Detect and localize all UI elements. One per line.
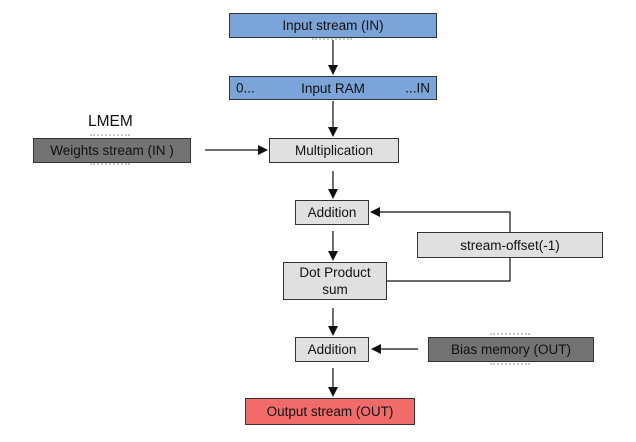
- stream-offset-label: stream-offset(-1): [460, 237, 560, 253]
- weights-stream-box: Weights stream (IN ): [33, 138, 191, 163]
- lmem-dots-bottom: [90, 163, 130, 165]
- input-stream-label: Input stream (IN): [282, 18, 384, 33]
- input-ram-start: 0...: [236, 80, 255, 96]
- input-ram-end: ...IN: [405, 80, 430, 96]
- multiplication-box: Multiplication: [269, 138, 399, 163]
- bias-memory-box: Bias memory (OUT): [428, 337, 594, 362]
- lmem-dots-top: [90, 134, 130, 136]
- dot-product-label-line1: Dot Product: [299, 265, 371, 280]
- dot-product-label-line2: sum: [322, 282, 348, 297]
- output-stream-box: Output stream (OUT): [245, 398, 415, 425]
- feedback-dot-to-offset: [387, 258, 511, 282]
- bias-dots-top: [490, 333, 530, 335]
- weights-stream-label: Weights stream (IN ): [50, 143, 174, 158]
- addition-label-2: Addition: [307, 342, 357, 357]
- input-stream-box: Input stream (IN): [229, 13, 437, 38]
- stream-offset-box: stream-offset(-1): [417, 232, 603, 258]
- bias-dots-bottom: [490, 363, 530, 365]
- dot-product-box: Dot Product sum: [283, 262, 387, 300]
- addition-box-2: Addition: [295, 337, 369, 362]
- input-ram-label: Input RAM: [301, 81, 365, 96]
- addition-label-1: Addition: [307, 205, 357, 220]
- output-stream-label: Output stream (OUT): [266, 404, 394, 419]
- addition-box-1: Addition: [295, 200, 369, 225]
- input-stream-dots: [312, 38, 352, 40]
- input-ram-box: 0... Input RAM ...IN: [229, 76, 437, 100]
- multiplication-label: Multiplication: [294, 143, 374, 158]
- bias-memory-label: Bias memory (OUT): [450, 342, 571, 357]
- feedback-offset-to-add1: [370, 207, 511, 232]
- lmem-label: LMEM: [88, 113, 133, 130]
